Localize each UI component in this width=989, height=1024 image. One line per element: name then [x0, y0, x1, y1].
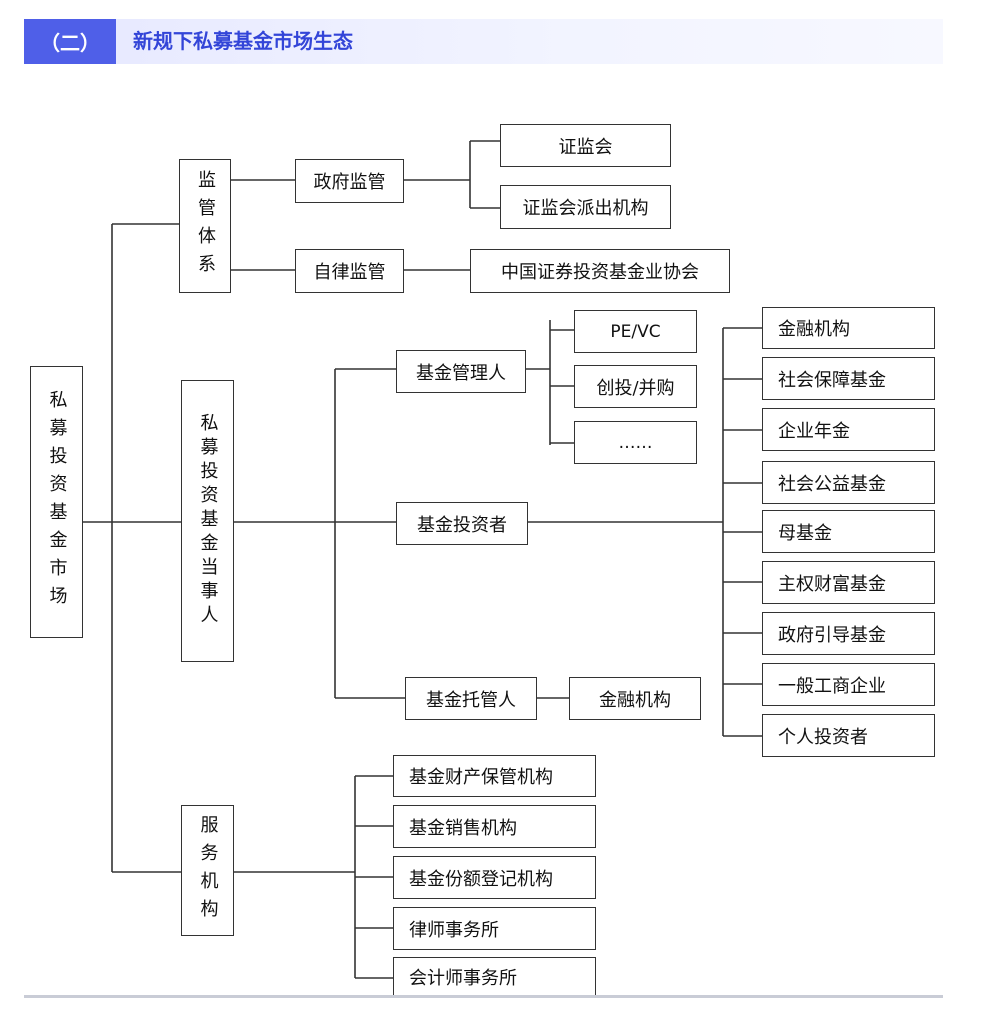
- investor-child-general-enterprise: 一般工商企业: [762, 663, 935, 706]
- investor-child-enterprise-annuity: 企业年金: [762, 408, 935, 451]
- fund-investor-node: 基金投资者: [396, 502, 528, 545]
- investor-child-social-security: 社会保障基金: [762, 357, 935, 400]
- government-supervision-node: 政府监管: [295, 159, 404, 203]
- self-regulation-node: 自律监管: [295, 249, 404, 293]
- root-node: 私募投资基金市场: [30, 366, 83, 638]
- service-child-sales: 基金销售机构: [393, 805, 596, 848]
- investor-child-financial-institution: 金融机构: [762, 307, 935, 349]
- bottom-divider: [24, 995, 943, 998]
- investor-child-government-guidance: 政府引导基金: [762, 612, 935, 655]
- amac-node: 中国证券投资基金业协会: [470, 249, 730, 293]
- custodian-child-financial-institution: 金融机构: [569, 677, 701, 720]
- investor-child-fund-of-funds: 母基金: [762, 510, 935, 553]
- investor-child-sovereign-wealth: 主权财富基金: [762, 561, 935, 604]
- services-node: 服务机构: [181, 805, 234, 936]
- service-child-custody: 基金财产保管机构: [393, 755, 596, 797]
- manager-child-more: ……: [574, 421, 697, 464]
- section-number-tag: （二）: [24, 19, 116, 64]
- manager-child-vc-ma: 创投/并购: [574, 365, 697, 408]
- service-child-law-firm: 律师事务所: [393, 907, 596, 950]
- section-header: （二） 新规下私募基金市场生态: [24, 19, 943, 64]
- parties-node: 私募投资基金当事人: [181, 380, 234, 662]
- supervision-node: 监管体系: [179, 159, 231, 293]
- investor-child-charity-fund: 社会公益基金: [762, 461, 935, 504]
- section-title: 新规下私募基金市场生态: [133, 29, 353, 53]
- service-child-accounting-firm: 会计师事务所: [393, 957, 596, 995]
- csrc-node: 证监会: [500, 124, 671, 167]
- service-child-registration: 基金份额登记机构: [393, 856, 596, 899]
- fund-custodian-node: 基金托管人: [405, 677, 537, 720]
- csrc-branch-node: 证监会派出机构: [500, 185, 671, 229]
- investor-child-individual: 个人投资者: [762, 714, 935, 757]
- manager-child-pevc: PE/VC: [574, 310, 697, 353]
- fund-manager-node: 基金管理人: [396, 350, 526, 393]
